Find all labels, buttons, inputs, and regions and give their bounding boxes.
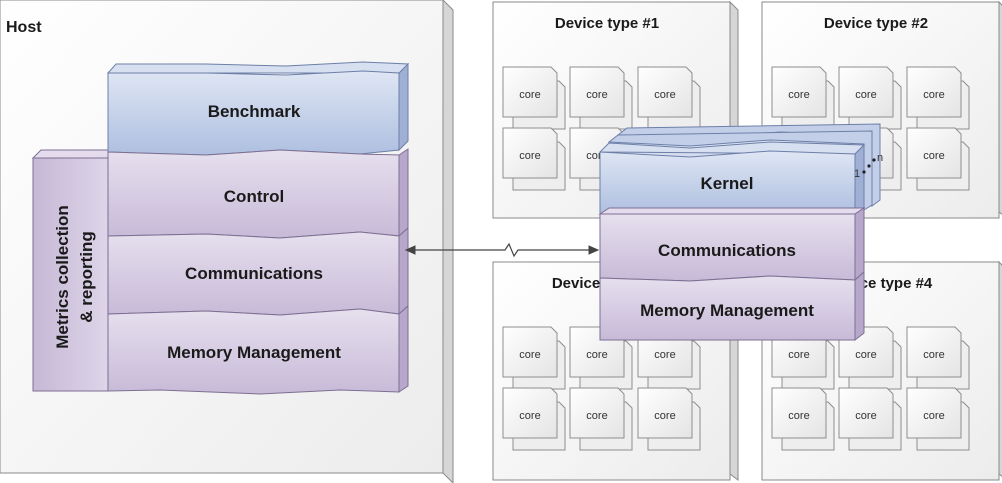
core-block: core	[502, 127, 566, 191]
core-block: core	[906, 326, 970, 390]
benchmark-layer: Benchmark	[106, 61, 410, 156]
metrics-bar: Metrics collection & reporting	[31, 149, 118, 392]
device-stack: Kernel 1 n Communications Memory Managem…	[598, 123, 883, 342]
core-block: core	[906, 127, 970, 191]
device-memory-label: Memory Management	[640, 301, 814, 320]
core-block: core	[502, 326, 566, 390]
core-block: core	[771, 66, 835, 130]
core-label: core	[519, 410, 540, 422]
host-memory-layer: Memory Management	[107, 304, 409, 395]
host-device-connector	[404, 242, 600, 258]
core-label: core	[923, 150, 944, 162]
core-label: core	[788, 349, 809, 361]
benchmark-label: Benchmark	[208, 102, 301, 121]
core-block: core	[838, 66, 902, 130]
core-label: core	[788, 410, 809, 422]
device-communications-label: Communications	[658, 241, 796, 260]
core-label: core	[855, 349, 876, 361]
core-block: core	[637, 387, 701, 451]
kernel-layer: Kernel	[598, 141, 866, 215]
host-communications-layer: Communications	[107, 226, 409, 316]
core-label: core	[586, 89, 607, 101]
core-block: core	[838, 387, 902, 451]
host-communications-label: Communications	[185, 264, 323, 283]
core-block: core	[502, 387, 566, 451]
core-label: core	[586, 349, 607, 361]
kernel-range-end: n	[877, 152, 883, 164]
host-memory-label: Memory Management	[167, 343, 341, 362]
host-layer-stack: Benchmark Control Communications Memory …	[106, 61, 410, 395]
device-communications-layer: Communications	[598, 207, 866, 282]
core-block: core	[569, 66, 633, 130]
device-title: Device type #2	[824, 15, 928, 32]
core-block: core	[906, 66, 970, 130]
core-label: core	[654, 410, 675, 422]
core-label: core	[788, 89, 809, 101]
core-label: core	[519, 349, 540, 361]
device-title: Device type #1	[555, 15, 659, 32]
core-label: core	[586, 410, 607, 422]
core-block: core	[906, 387, 970, 451]
core-block: core	[569, 387, 633, 451]
core-label: core	[923, 410, 944, 422]
host-title: Host	[6, 19, 42, 36]
control-layer: Control	[107, 148, 409, 239]
core-label: core	[519, 150, 540, 162]
core-label: core	[654, 89, 675, 101]
metrics-label-line2: & reporting	[77, 231, 96, 323]
core-label: core	[654, 349, 675, 361]
core-label: core	[519, 89, 540, 101]
kernel-range-dots	[862, 158, 876, 174]
core-label: core	[923, 349, 944, 361]
core-label: core	[855, 89, 876, 101]
control-label: Control	[224, 187, 284, 206]
core-label: core	[923, 89, 944, 101]
device-title: Device	[552, 275, 600, 292]
kernel-label: Kernel	[701, 174, 754, 193]
device-memory-layer: Memory Management	[599, 270, 865, 342]
device-title: ce type #4	[860, 275, 933, 292]
core-block: core	[502, 66, 566, 130]
core-block: core	[771, 387, 835, 451]
kernel-range-start: 1	[854, 168, 860, 180]
core-label: core	[855, 410, 876, 422]
metrics-label-line1: Metrics collection	[53, 205, 72, 349]
core-block: core	[637, 66, 701, 130]
